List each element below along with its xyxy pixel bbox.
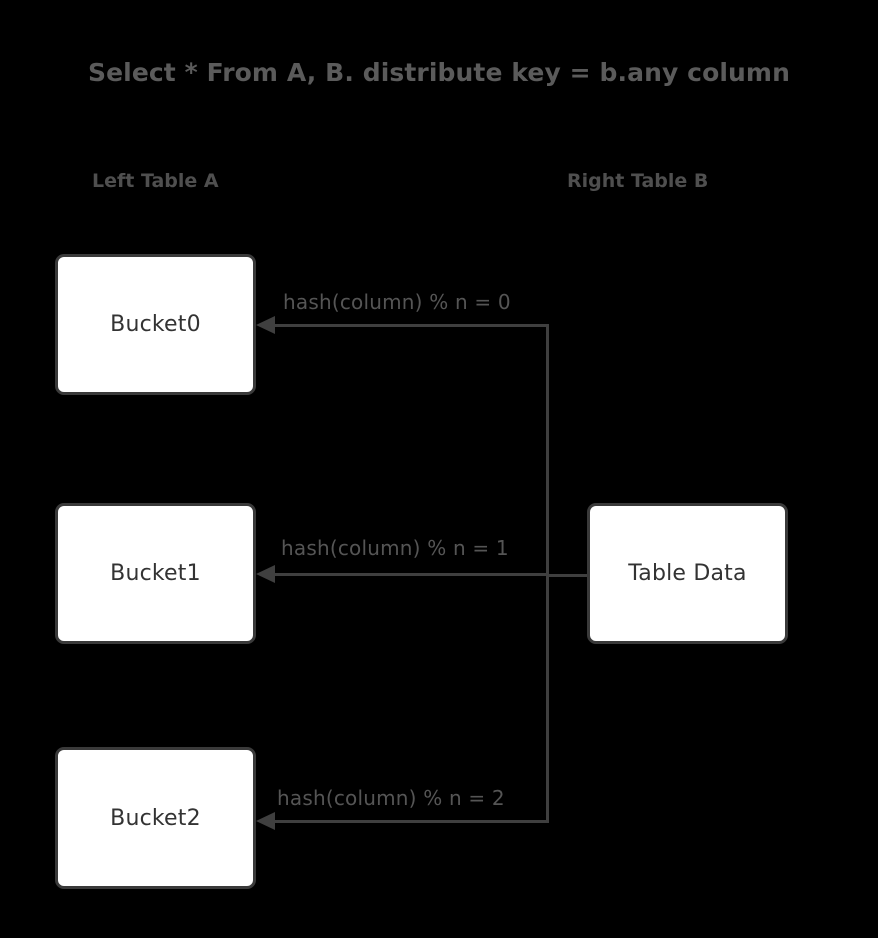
node-bucket2[interactable]: Bucket2 [55, 747, 256, 889]
node-label-bucket1: Bucket1 [110, 561, 201, 586]
connector-arm-bucket1 [268, 573, 549, 576]
node-label-table-data: Table Data [628, 561, 747, 586]
node-bucket0[interactable]: Bucket0 [55, 254, 256, 395]
connector-trunk-horizontal [546, 574, 590, 577]
node-table-data[interactable]: Table Data [587, 503, 788, 644]
column-header-left-table-a: Left Table A [92, 170, 219, 192]
connector-arm-bucket0 [268, 324, 549, 327]
edge-label-hash-0: hash(column) % n = 0 [283, 290, 511, 314]
arrowhead-icon-bucket2 [256, 812, 275, 830]
node-label-bucket2: Bucket2 [110, 805, 201, 831]
edge-label-hash-1: hash(column) % n = 1 [281, 536, 509, 560]
connector-arm-bucket2 [268, 820, 549, 823]
node-label-bucket0: Bucket0 [110, 312, 201, 337]
arrowhead-icon-bucket1 [256, 565, 275, 583]
arrowhead-icon-bucket0 [256, 316, 275, 334]
node-bucket1[interactable]: Bucket1 [55, 503, 256, 644]
diagram-title: Select * From A, B. distribute key = b.a… [88, 58, 790, 87]
column-header-right-table-b: Right Table B [567, 170, 709, 192]
edge-label-hash-2: hash(column) % n = 2 [277, 786, 505, 810]
